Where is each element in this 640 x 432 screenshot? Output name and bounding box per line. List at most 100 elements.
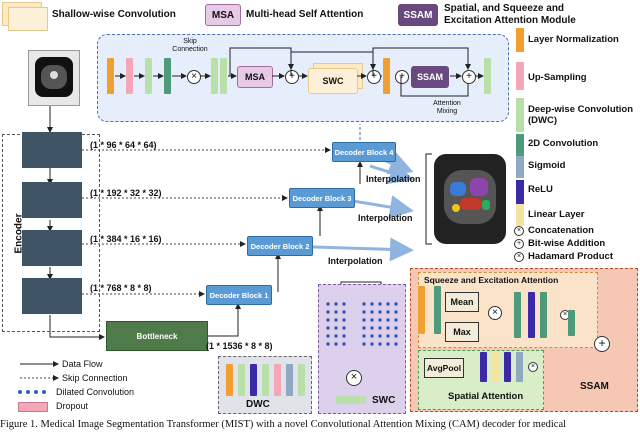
figure-caption: Figure 1. Medical Image Segmentation Tra… (0, 419, 567, 430)
decoder-block-3: Decoder Block 3 (289, 188, 355, 208)
ssam-conv (434, 286, 441, 334)
encoder-stage-4 (22, 278, 82, 314)
dwc-up (238, 364, 245, 396)
bottleneck-label: Bottleneck (136, 331, 178, 341)
segmentation-output-image (434, 154, 506, 244)
max-box: Max (445, 322, 479, 342)
legend-data-flow: Data Flow (62, 359, 103, 369)
legend-conv-swatch (516, 134, 524, 156)
mix-dwc-1 (145, 58, 152, 94)
attention-mixing-label: Attention Mixing (433, 100, 461, 115)
mix-up-1 (126, 58, 133, 94)
legend-add-label: Bit-wise Addition (528, 238, 606, 249)
ct-input-image (28, 50, 80, 106)
encoder-dim-2: (1 * 192 * 32 * 32) (90, 188, 162, 198)
avgpool-box: AvgPool (424, 358, 464, 378)
interpolation-label-3: Interpolation (366, 174, 421, 184)
legend-skip: Skip Connection (62, 373, 128, 383)
legend-relu-swatch (516, 180, 524, 204)
mix-dwc-4 (484, 58, 491, 94)
encoder-dim-3: (1 * 384 * 16 * 16) (90, 234, 162, 244)
encoder-dim-4: (1 * 768 * 8 * 8) (90, 283, 152, 293)
legend-ln-label: Layer Normalization (528, 34, 619, 45)
msa-legend-tag: MSA (205, 4, 241, 26)
avgpool-label: AvgPool (426, 363, 462, 373)
legend-conv-label: 2D Convolution (528, 138, 599, 149)
spatial-linear (492, 352, 499, 382)
legend-dwc-swatch (516, 98, 524, 132)
mix-ln-2 (383, 58, 390, 94)
sea-relu (528, 292, 535, 338)
sea-conv-1 (514, 292, 521, 338)
legend-dropout: Dropout (56, 401, 89, 411)
mix-msa-box: MSA (237, 66, 273, 88)
mix-add-icon-4: + (462, 70, 476, 84)
ssam-out-conv (568, 310, 575, 336)
skip-connection-label: Skip Connection (172, 38, 208, 53)
swc-label: SWC (372, 395, 396, 406)
encoder-dim-1: (1 * 96 * 64 * 64) (90, 140, 157, 150)
swc-dilated-grid-left (324, 300, 348, 348)
dwc-conv (262, 364, 269, 396)
spatial-label: Spatial Attention (448, 391, 524, 402)
ssam-ln (418, 286, 425, 334)
mix-dwc-2 (211, 58, 218, 94)
max-label: Max (453, 327, 471, 337)
concat-icon: × (514, 226, 524, 236)
dropout-swatch (18, 402, 48, 412)
hadamard-icon: × (514, 252, 524, 262)
mix-ssam-box: SSAM (411, 66, 449, 88)
mean-label: Mean (450, 297, 474, 307)
mix-add-icon-1: + (285, 70, 299, 84)
dwc-label: DWC (246, 399, 270, 410)
mix-add-icon-2: + (367, 70, 381, 84)
sea-hadamard-icon-1: × (488, 306, 502, 320)
legend-relu-label: ReLU (528, 184, 553, 195)
legend-sigmoid-swatch (516, 156, 524, 178)
msa-legend-label: Multi-head Self Attention (246, 9, 364, 20)
legend-ln-swatch (516, 28, 524, 52)
legend-concat-label: Concatenation (528, 225, 594, 236)
swc-legend-swatch-front (8, 7, 48, 31)
legend-hadamard-label: Hadamard Product (528, 251, 613, 262)
spatial-relu-1 (480, 352, 487, 382)
dilated-conv-icon (18, 388, 48, 396)
mix-dwc-3 (220, 58, 227, 94)
add-icon: + (514, 239, 524, 249)
mix-add-icon-3: + (395, 70, 409, 84)
legend-linear-label: Linear Layer (528, 209, 585, 220)
dwc-out (298, 364, 305, 396)
bottleneck-dim: (1 * 1536 * 8 * 8) (206, 341, 273, 351)
mix-ln-1 (107, 58, 114, 94)
encoder-stage-1 (22, 132, 82, 168)
ssam-legend-line2: Excitation Attention Module (444, 15, 576, 26)
mix-conv-1 (164, 58, 171, 94)
swc-output-bar (336, 396, 366, 404)
swc-hadamard-icon: × (346, 370, 362, 386)
encoder-stage-3 (22, 230, 82, 266)
legend-sigmoid-label: Sigmoid (528, 160, 566, 171)
interpolation-label-1: Interpolation (328, 256, 383, 266)
mix-swc-box: SWC (308, 68, 358, 94)
ssam-add-icon: + (594, 336, 610, 352)
sea-label: Squeeze and Excitation Attention (424, 275, 559, 285)
spatial-relu-2 (504, 352, 511, 382)
ssam-legend-tag: SSAM (398, 4, 438, 26)
legend-linear-swatch (516, 204, 524, 226)
bottleneck-block: Bottleneck (106, 321, 208, 351)
ssam-legend-line1: Spatial, and Squeeze and (444, 3, 565, 14)
encoder-stage-2 (22, 182, 82, 218)
dwc-dropout (274, 364, 281, 396)
dwc-ln (226, 364, 233, 396)
spatial-sigmoid (516, 352, 523, 382)
legend-dilated: Dilated Convolution (56, 387, 135, 397)
dwc-relu (250, 364, 257, 396)
sea-conv-2 (540, 292, 547, 338)
mean-box: Mean (445, 292, 479, 312)
legend-up-label: Up-Sampling (528, 72, 587, 83)
legend-dwc-label: Deep-wise Convolution (DWC) (528, 104, 634, 126)
legend-up-swatch (516, 62, 524, 90)
decoder-block-2: Decoder Block 2 (247, 236, 313, 256)
swc-legend-label: Shallow-wise Convolution (52, 9, 176, 20)
spatial-hadamard-icon: × (528, 362, 538, 372)
